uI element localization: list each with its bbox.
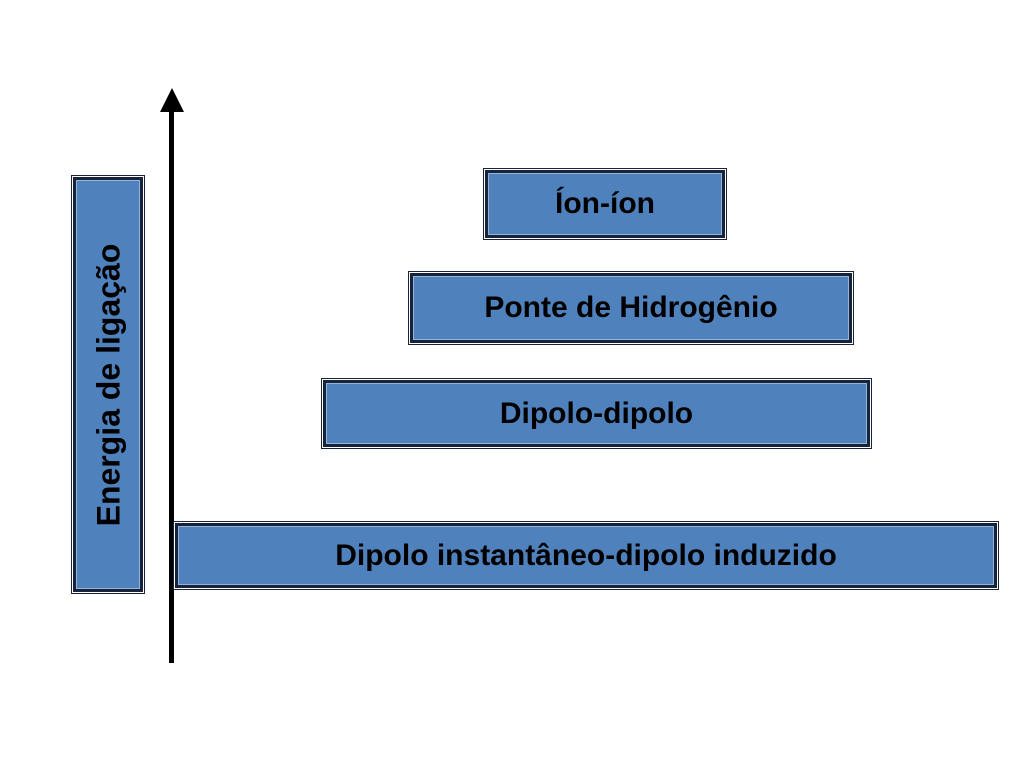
axis-label: Energia de ligação — [90, 243, 127, 526]
box-ponte-de-hidrogenio: Ponte de Hidrogênio — [408, 271, 854, 345]
y-axis-line — [169, 108, 174, 663]
box-label: Ponte de Hidrogênio — [484, 291, 778, 324]
box-label: Dipolo-dipolo — [499, 396, 694, 430]
box-label: Dipolo instantâneo-dipolo induzido — [335, 538, 837, 572]
box-label: Íon-íon — [555, 187, 655, 220]
axis-label-box: Energia de ligação — [71, 175, 145, 594]
box-dipolo-dipolo: Dipolo-dipolo — [321, 378, 872, 449]
box-ion-ion: Íon-íon — [483, 168, 727, 240]
box-dipolo-instantaneo-dipolo-induzido: Dipolo instantâneo-dipolo induzido — [173, 521, 999, 590]
